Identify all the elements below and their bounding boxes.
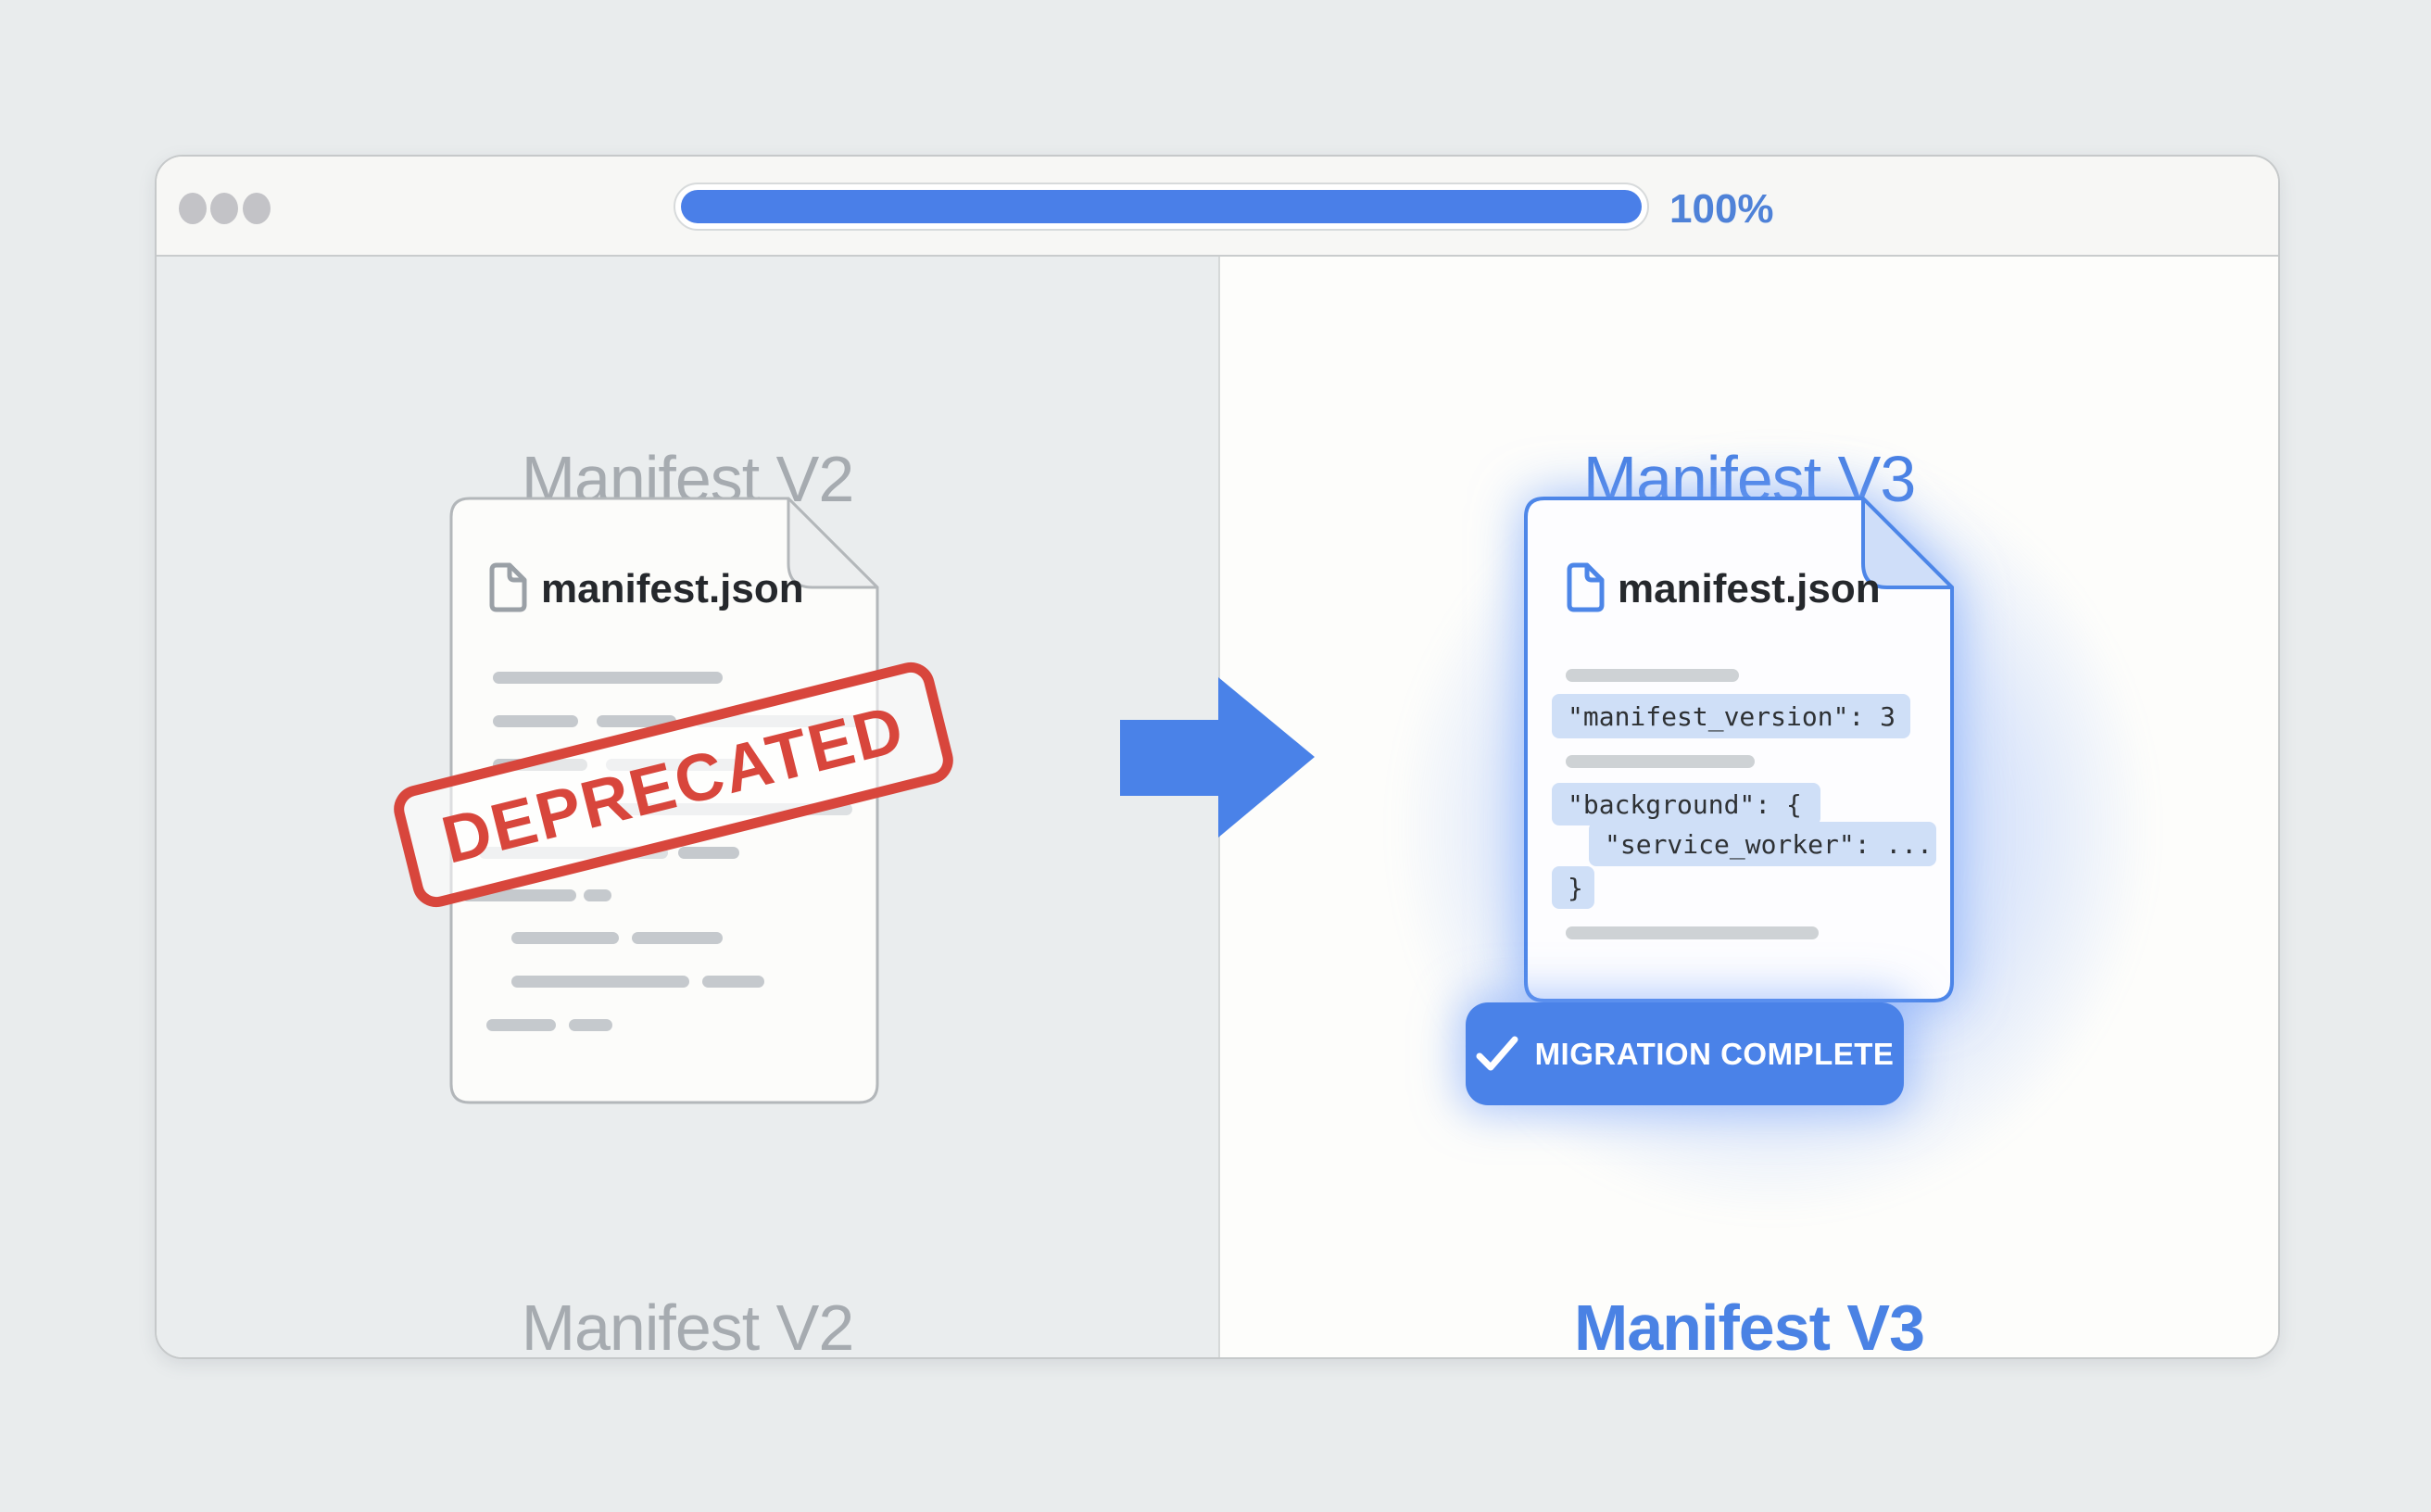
window-titlebar: 100% xyxy=(157,157,2278,257)
code-line-manifest-version: "manifest_version": 3 xyxy=(1552,694,1910,738)
left-title-bottom: Manifest V2 xyxy=(521,1292,855,1359)
file-icon xyxy=(1567,562,1605,612)
code-line-background: "background": { xyxy=(1552,783,1820,825)
code-line-service-worker: "service_worker": ... xyxy=(1589,822,1936,866)
skeleton-line xyxy=(511,932,619,944)
code-text: "background": { xyxy=(1568,788,1802,820)
browser-window: 100% Manifest V2 Manifest V2 Manifest V3… xyxy=(155,155,2280,1359)
window-close-dot-icon[interactable] xyxy=(179,193,207,224)
skeleton-line xyxy=(493,672,723,684)
file-name-v2: manifest.json xyxy=(541,566,804,611)
code-line-closing-brace: } xyxy=(1552,866,1594,909)
skeleton-line xyxy=(678,847,739,859)
arrow-right-icon xyxy=(1120,677,1315,838)
skeleton-line xyxy=(702,976,764,988)
code-text: "service_worker": ... xyxy=(1605,828,1933,860)
skeleton-line xyxy=(569,1019,612,1031)
migration-complete-button[interactable]: MIGRATION COMPLETE xyxy=(1466,1002,1904,1105)
migration-complete-label: MIGRATION COMPLETE xyxy=(1534,1036,1895,1071)
file-icon xyxy=(489,562,527,612)
check-icon xyxy=(1476,1036,1518,1070)
skeleton-line xyxy=(584,889,611,901)
right-title-bottom: Manifest V3 xyxy=(1574,1292,1925,1359)
skeleton-line xyxy=(493,715,578,727)
skeleton-line xyxy=(486,1019,556,1031)
skeleton-line xyxy=(1566,926,1819,939)
progress-fill xyxy=(681,190,1642,223)
document-card-v3 xyxy=(1524,497,1954,1002)
skeleton-line xyxy=(1566,669,1739,682)
code-text: "manifest_version": 3 xyxy=(1568,700,1896,732)
file-name-v3: manifest.json xyxy=(1618,566,1881,611)
code-text: } xyxy=(1568,872,1583,903)
skeleton-line xyxy=(632,932,723,944)
skeleton-line xyxy=(1566,755,1755,768)
progress-bar xyxy=(674,183,1649,231)
window-maximize-dot-icon[interactable] xyxy=(243,193,271,224)
progress-percent: 100% xyxy=(1669,186,1774,232)
window-minimize-dot-icon[interactable] xyxy=(210,193,238,224)
skeleton-line xyxy=(511,976,689,988)
